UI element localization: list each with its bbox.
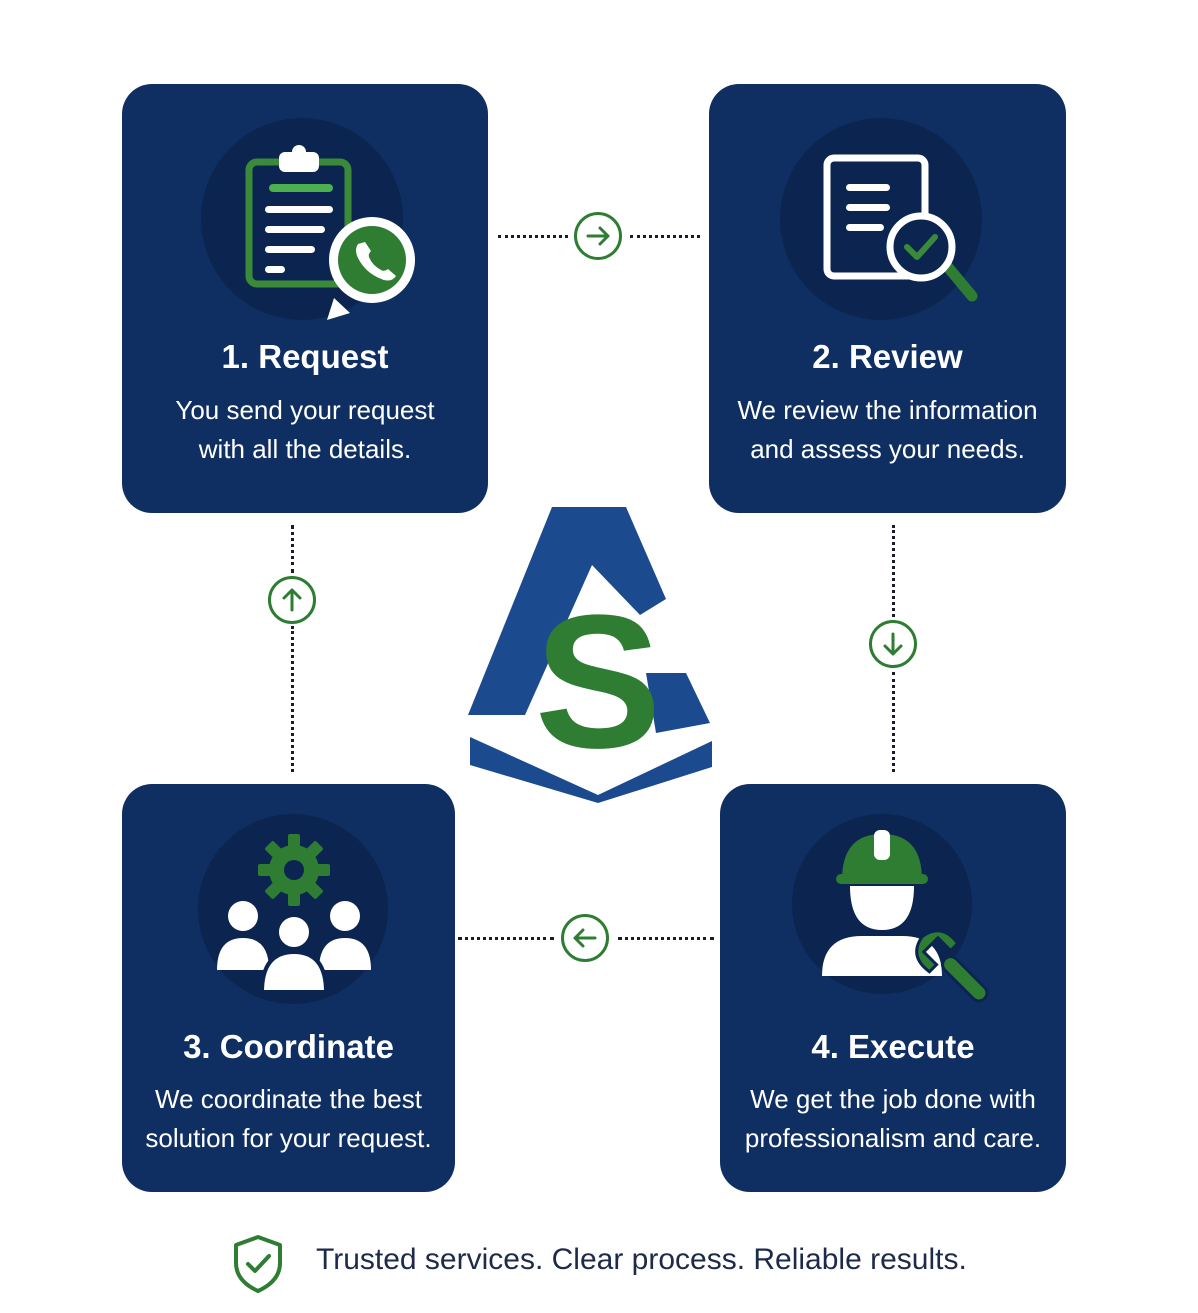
step-card-coordinate: 3. Coordinate We coordinate the best sol… (122, 784, 455, 1192)
step-description: We get the job done with professionalism… (720, 1080, 1066, 1158)
clipboard-whatsapp-icon (245, 145, 415, 320)
arrow-right-icon (574, 212, 622, 260)
connector-line-4-3-left (458, 937, 554, 940)
step-description-line: We review the information (737, 395, 1038, 425)
step-card-request: 1. Request You send your request with al… (122, 84, 488, 513)
review-icon-circle (780, 118, 982, 320)
step-description: You send your request with all the detai… (122, 391, 488, 469)
step-description-line: You send your request (175, 395, 435, 425)
step-description-line: solution for your request. (145, 1123, 432, 1153)
step-description-line: and assess your needs. (750, 434, 1025, 464)
step-description-line: with all the details. (198, 434, 412, 464)
connector-line-3-1-top (291, 525, 294, 573)
shield-check-icon (234, 1235, 282, 1293)
connector-line-4-3-right (618, 937, 714, 940)
step-description-line: professionalism and care. (744, 1123, 1042, 1153)
arrow-up-icon (268, 576, 316, 624)
worker-wrench-icon (822, 830, 989, 1003)
team-gear-icon (217, 834, 371, 994)
connector-line-1-2-right (630, 235, 700, 238)
connector-line-1-2-left (498, 235, 568, 238)
step-title: 1. Request (221, 338, 389, 375)
company-logo: S (468, 507, 712, 803)
step-title: 2. Review (812, 338, 963, 375)
step-card-execute: 4. Execute We get the job done with prof… (720, 784, 1066, 1192)
step-description: We coordinate the best solution for your… (122, 1080, 455, 1158)
arrow-left-icon (561, 914, 609, 962)
connector-line-2-4-top (892, 525, 895, 617)
step-card-review: 2. Review We review the information and … (709, 84, 1066, 513)
document-search-check-icon (823, 154, 978, 302)
step-description: We review the information and assess you… (709, 391, 1066, 469)
svg-text:S: S (535, 576, 662, 788)
step-description-line: We coordinate the best (155, 1084, 422, 1114)
footer-tagline: Trusted services. Clear process. Reliabl… (316, 1243, 967, 1276)
step-title: 4. Execute (811, 1028, 975, 1065)
connector-line-2-4-bottom (892, 672, 895, 772)
step-description-line: We get the job done with (750, 1084, 1036, 1114)
step-title: 3. Coordinate (183, 1028, 394, 1065)
connector-line-3-1-bottom (291, 626, 294, 772)
arrow-down-icon (869, 620, 917, 668)
